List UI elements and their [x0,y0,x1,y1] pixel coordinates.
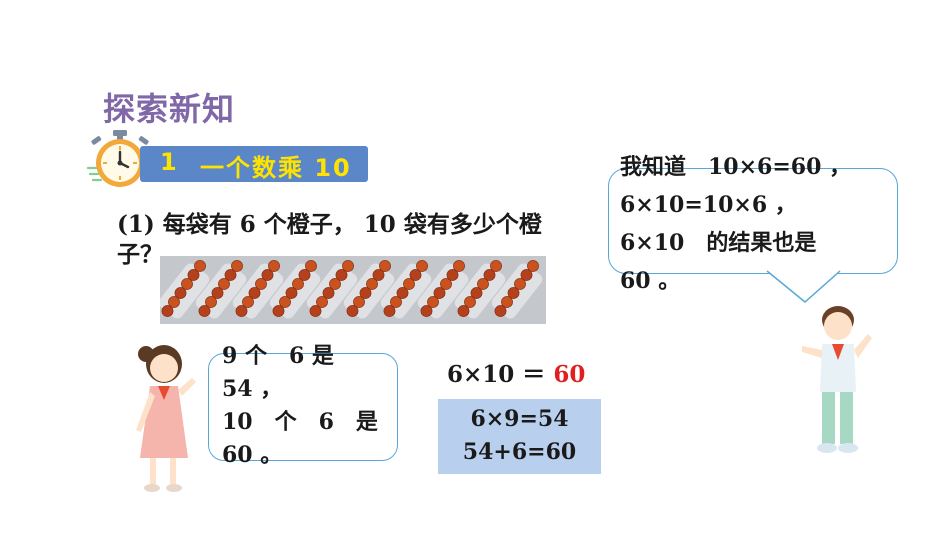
orange [453,260,465,272]
orange [353,296,365,308]
equation-answer: 60 [553,361,586,388]
orange [390,296,402,308]
orange [187,269,200,281]
girl-speech-line: 9 个 6 是 [222,343,334,369]
girl-speech-line: 54 ， [222,376,283,402]
orange [316,296,328,308]
orange [224,269,237,281]
orange [464,296,476,308]
orange [322,287,335,299]
orange-bags-image [158,256,546,324]
orange [366,278,378,290]
orange [242,296,254,308]
orange-bags-illustration [158,260,543,319]
calc-line-2: 54+6=60 [462,439,577,465]
orange [261,269,274,281]
orange [335,269,348,281]
calc-line-1: 6×9=54 [470,406,569,432]
orange [494,305,507,317]
orange [174,287,187,299]
orange [514,278,526,290]
orange [248,287,261,299]
orange [483,269,496,281]
boy-speech-line: 我知道 10×6=60 ， [620,154,852,180]
orange [285,287,298,299]
boy-speech-line: 6×10=10×6 ， [620,192,797,218]
orange [211,287,224,299]
orange [309,305,322,317]
orange [501,296,513,308]
orange [198,305,211,317]
equation-expression: 6×10 ＝ [447,361,546,388]
girl-speech-line: 10 个 6 是 [222,409,378,435]
orange [181,278,193,290]
orange [292,278,304,290]
orange [383,305,396,317]
orange [272,305,285,317]
orange [231,260,243,272]
lesson-title-bar [140,146,368,182]
orange [298,269,311,281]
boy-speech-text: 我知道 10×6=60 ， 6×10=10×6 ， 6×10 的结果也是 60 … [620,148,860,300]
equation: 6×10 ＝ 60 [447,355,585,389]
orange [470,287,483,299]
orange [396,287,409,299]
orange [403,278,415,290]
orange [329,278,341,290]
orange [446,269,459,281]
question-text: (1) 每袋有 6 个橙子， 10 袋有多少个橙子？ [117,211,542,268]
boy-speech-bubble [608,168,898,274]
orange [342,260,354,272]
orange [372,269,385,281]
bubble-tail [766,270,841,303]
orange [440,278,452,290]
orange [205,296,217,308]
orange [427,296,439,308]
boy-speech-line: 6×10 的结果也是 [620,230,817,256]
orange [420,305,433,317]
orange [359,287,372,299]
orange [409,269,422,281]
orange [490,260,502,272]
orange [433,287,446,299]
girl-speech-text: 9 个 6 是 54 ， 10 个 6 是 60 。 [222,340,382,472]
orange [507,287,520,299]
lesson-number: 1 [160,148,177,176]
orange [218,278,230,290]
girl-speech-bubble [208,353,398,461]
orange [346,305,359,317]
orange [477,278,489,290]
lesson-title: 一个数乘 10 [200,154,352,182]
section-title: 探索新知 [103,90,236,128]
orange [161,305,174,317]
orange [527,260,539,272]
boy-speech-line: 60 。 [620,268,681,294]
orange [235,305,248,317]
orange [268,260,280,272]
orange [457,305,470,317]
boy-illustration [802,306,872,453]
stopwatch-icon [86,130,149,187]
orange [168,296,180,308]
orange [255,278,267,290]
orange [416,260,428,272]
orange [279,296,291,308]
girl-illustration [136,345,196,492]
orange [520,269,533,281]
calculation-box: 6×9=54 54+6=60 [438,399,601,474]
orange [194,260,206,272]
orange [379,260,391,272]
orange [305,260,317,272]
girl-speech-line: 60 。 [222,442,283,468]
